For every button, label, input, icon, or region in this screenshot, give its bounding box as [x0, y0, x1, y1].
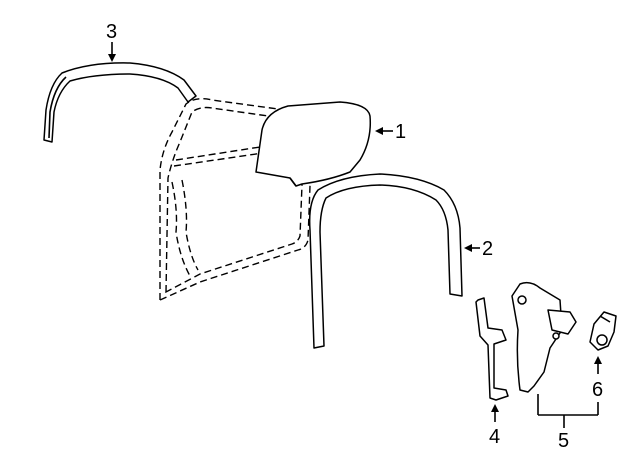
part-3-upper-weatherstrip [43, 62, 197, 143]
part-5-window-regulator [511, 281, 577, 393]
callout-4: 4 [489, 426, 500, 448]
callout-leaders [108, 42, 602, 428]
callout-6: 6 [592, 379, 603, 401]
part-2-door-weatherstrip [308, 173, 463, 349]
part-1-door-glass [255, 101, 372, 187]
part-4-run-channel [475, 297, 509, 401]
callout-5: 5 [558, 430, 569, 452]
part-6-regulator-motor [589, 311, 617, 351]
callout-1: 1 [395, 121, 406, 143]
callout-2: 2 [482, 238, 493, 260]
callout-3: 3 [106, 21, 117, 43]
